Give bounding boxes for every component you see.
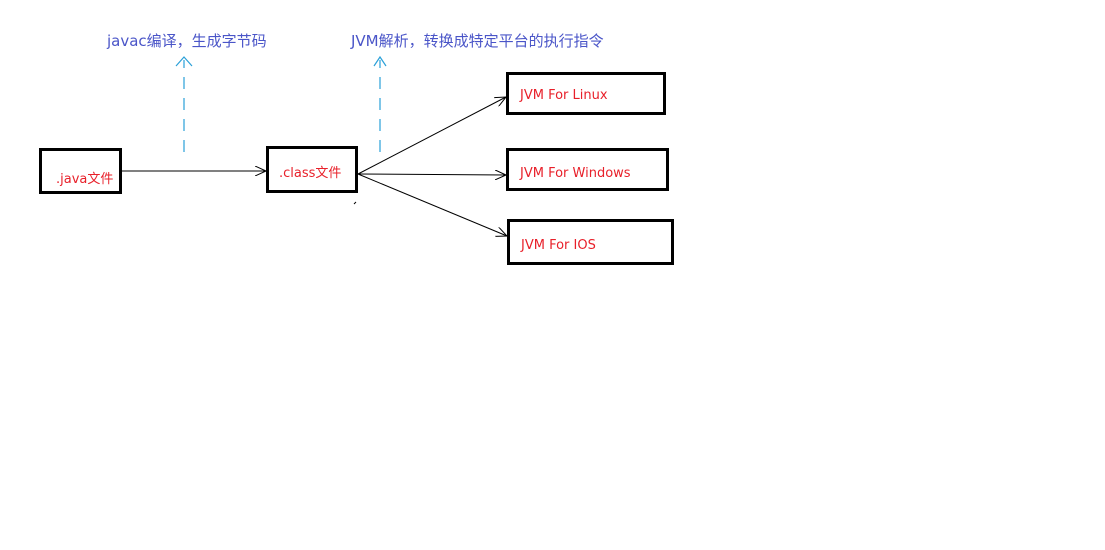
node-jvm-ios-label: JVM For IOS <box>521 237 596 253</box>
node-java-file: .java文件 <box>39 148 122 194</box>
stray-mark <box>353 201 357 205</box>
edge-class-to-windows <box>357 174 506 175</box>
node-jvm-windows-label: JVM For Windows <box>520 166 631 181</box>
node-class-file-label: .class文件 <box>279 166 342 181</box>
annotation-javac: javac编译，生成字节码 <box>107 32 267 50</box>
annotation-jvm: JVM解析，转换成特定平台的执行指令 <box>351 32 604 50</box>
node-jvm-ios: JVM For IOS <box>507 219 674 265</box>
node-java-file-label: .java文件 <box>56 171 114 187</box>
edge-class-to-ios <box>357 173 507 236</box>
edge-class-to-linux <box>357 97 506 175</box>
node-jvm-linux: JVM For Linux <box>506 72 666 115</box>
node-class-file: .class文件 <box>266 146 358 193</box>
node-jvm-windows: JVM For Windows <box>506 148 669 191</box>
dashed-arrow-javac <box>175 56 193 152</box>
dashed-arrow-jvm <box>373 55 387 152</box>
node-jvm-linux-label: JVM For Linux <box>520 88 608 103</box>
